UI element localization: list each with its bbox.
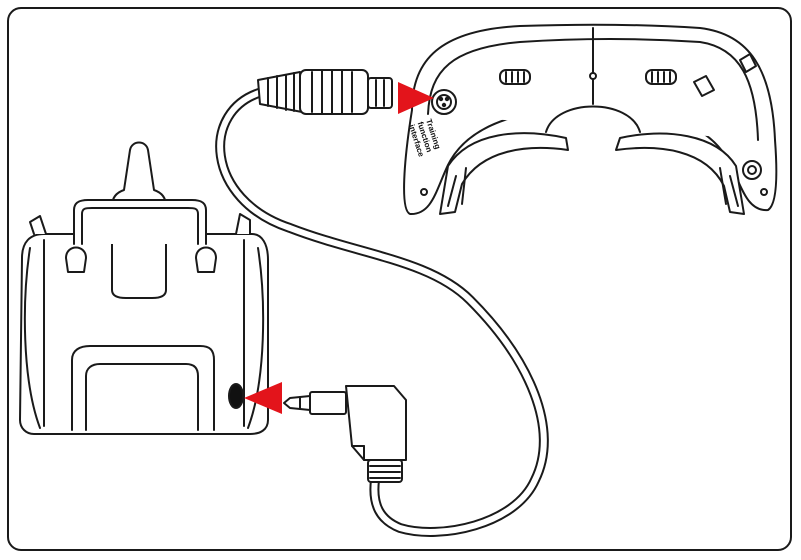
- audio-cable-icon: [215, 87, 549, 537]
- goggles-plug-icon: [257, 69, 393, 115]
- trainer-jack-port-icon: [228, 383, 244, 409]
- fpv-goggles-icon: [403, 23, 778, 216]
- audio-jack-icon: [283, 385, 407, 483]
- rc-transmitter-icon: [19, 141, 269, 435]
- goggles-connection-arrow-icon: [398, 82, 434, 114]
- transmitter-connection-arrow-icon: [244, 382, 282, 414]
